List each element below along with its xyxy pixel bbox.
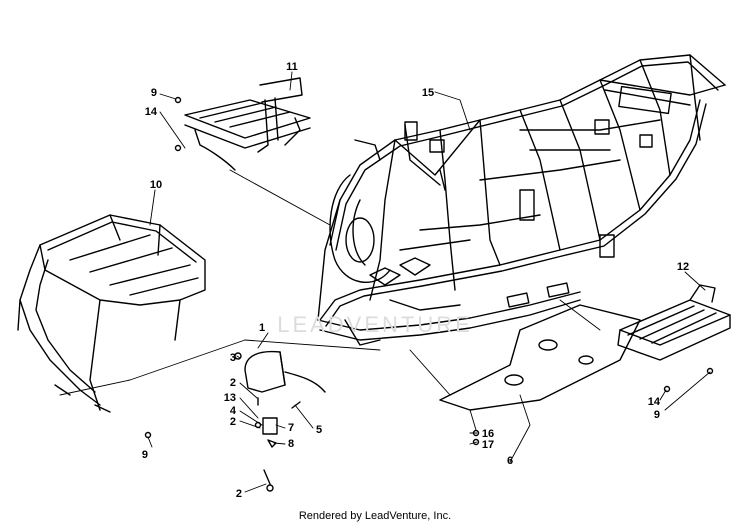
skid-plate bbox=[439, 304, 641, 411]
callout-5: 5 bbox=[316, 424, 322, 436]
callout-6: 6 bbox=[507, 455, 513, 467]
callout-13: 13 bbox=[224, 392, 236, 404]
callout-14-b: 14 bbox=[648, 396, 661, 408]
rear-rack bbox=[184, 77, 311, 171]
callout-14: 14 bbox=[145, 106, 158, 118]
leader-lines bbox=[59, 71, 711, 493]
callout-2-b: 2 bbox=[230, 416, 236, 428]
callout-17: 17 bbox=[482, 439, 494, 451]
callout-9-b: 9 bbox=[142, 449, 148, 461]
callout-12: 12 bbox=[677, 261, 689, 273]
callout-16: 16 bbox=[482, 428, 494, 440]
callout-4: 4 bbox=[230, 405, 237, 417]
callout-7: 7 bbox=[288, 422, 294, 434]
callout-labels: 9 14 11 15 10 12 1 3 2 13 4 2 7 8 5 9 16… bbox=[142, 61, 689, 500]
right-footrest bbox=[617, 284, 731, 361]
callout-2-a: 2 bbox=[230, 377, 236, 389]
callout-2-c: 2 bbox=[236, 488, 242, 500]
callout-11: 11 bbox=[286, 61, 298, 73]
tail-light bbox=[234, 350, 326, 492]
callout-15: 15 bbox=[422, 87, 434, 99]
callout-1: 1 bbox=[259, 322, 265, 334]
callout-10: 10 bbox=[150, 179, 162, 191]
callout-8: 8 bbox=[288, 438, 294, 450]
callout-9: 9 bbox=[151, 87, 157, 99]
callout-9-c: 9 bbox=[654, 409, 660, 421]
footer-credit: Rendered by LeadVenture, Inc. bbox=[298, 510, 452, 522]
watermark: LEADVENTURE bbox=[277, 312, 473, 337]
callout-3: 3 bbox=[230, 352, 236, 364]
frame bbox=[317, 54, 726, 346]
front-rack bbox=[17, 214, 206, 413]
